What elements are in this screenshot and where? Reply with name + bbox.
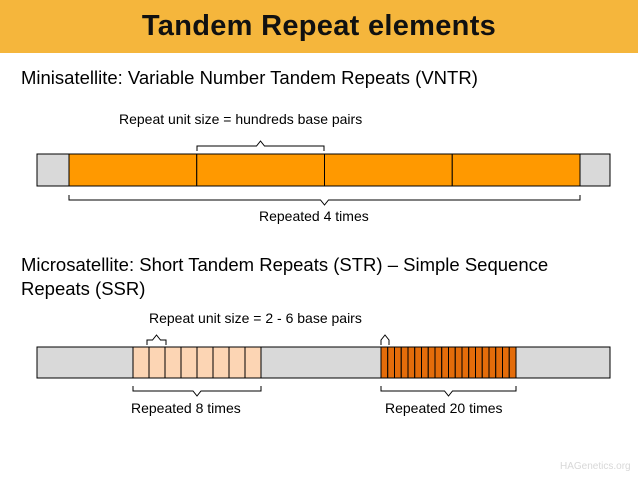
microsatellite-repeat-a-unit (212, 346, 230, 379)
microsatellite-strand-body (36, 346, 611, 379)
minisatellite-unit-label: Repeat unit size = hundreds base pairs (119, 111, 363, 127)
microsatellite-repeat-b-unit (475, 346, 483, 379)
minisatellite-repeat-unit (68, 153, 198, 187)
microsatellite-repeat-b-unit (502, 346, 510, 379)
microsatellite-repeat-b-unit (421, 346, 429, 379)
microsatellite-repeat-b-unit (387, 346, 395, 379)
microsatellite-repeat-a-unit (148, 346, 166, 379)
microsatellite-repeat-a-label: Repeated 8 times (131, 400, 241, 416)
microsatellite-unit-brace-b (380, 334, 390, 345)
title-bar: Tandem Repeat elements (0, 0, 638, 53)
microsatellite-repeat-b-unit (481, 346, 490, 379)
minisatellite-unit-brace (196, 140, 325, 151)
microsatellite-unit-brace-a (146, 334, 167, 345)
microsatellite-repeat-b-unit (427, 346, 436, 379)
microsatellite-repeat-b-unit (508, 346, 517, 379)
microsatellite-repeat-b-unit (407, 346, 416, 379)
minisatellite-repeat-unit (324, 153, 453, 187)
microsatellite-repeat-a-unit (164, 346, 182, 379)
minisatellite-heading: Minisatellite: Variable Number Tandem Re… (21, 67, 478, 88)
footer-credit: HAGenetics.org (560, 461, 631, 472)
microsatellite-repeat-b-unit (461, 346, 470, 379)
microsatellite-repeat-b-unit (394, 346, 402, 379)
minisatellite-flank-left (36, 153, 70, 187)
microsatellite-heading: Microsatellite: Short Tandem Repeats (ST… (21, 254, 549, 299)
minisatellite-flank-right (579, 153, 611, 187)
microsatellite-repeat-b-unit (400, 346, 409, 379)
minisatellite-repeat-unit (196, 153, 325, 187)
microsatellite-repeat-a-unit (196, 346, 214, 379)
page-title: Tandem Repeat elements (141, 10, 497, 42)
minisatellite-repeat-unit (451, 153, 581, 187)
minisatellite-repeat-brace (68, 195, 581, 206)
microsatellite-repeat-a-unit (180, 346, 198, 379)
microsatellite-repeat-b-unit (468, 346, 476, 379)
microsatellite-repeat-a-unit (132, 346, 150, 379)
microsatellite-repeat-b-unit (380, 346, 389, 379)
microsatellite-repeat-b-unit (495, 346, 503, 379)
microsatellite-repeat-b-unit (454, 346, 463, 379)
microsatellite-repeat-a-brace (132, 386, 262, 397)
microsatellite-unit-label: Repeat unit size = 2 - 6 base pairs (149, 310, 362, 326)
microsatellite-repeat-a-unit (244, 346, 262, 379)
microsatellite-repeat-b-unit (448, 346, 456, 379)
microsatellite-repeat-b-unit (488, 346, 497, 379)
microsatellite-repeat-b-label: Repeated 20 times (385, 400, 503, 416)
minisatellite-repeat-label: Repeated 4 times (259, 208, 369, 224)
microsatellite-repeat-b-unit (414, 346, 422, 379)
minisatellite-strand (36, 140, 611, 206)
microsatellite-repeat-b-brace (380, 386, 517, 397)
microsatellite-repeat-a-unit (228, 346, 246, 379)
microsatellite-strand (36, 334, 611, 397)
microsatellite-repeat-b-unit (441, 346, 449, 379)
microsatellite-repeat-b-unit (434, 346, 443, 379)
